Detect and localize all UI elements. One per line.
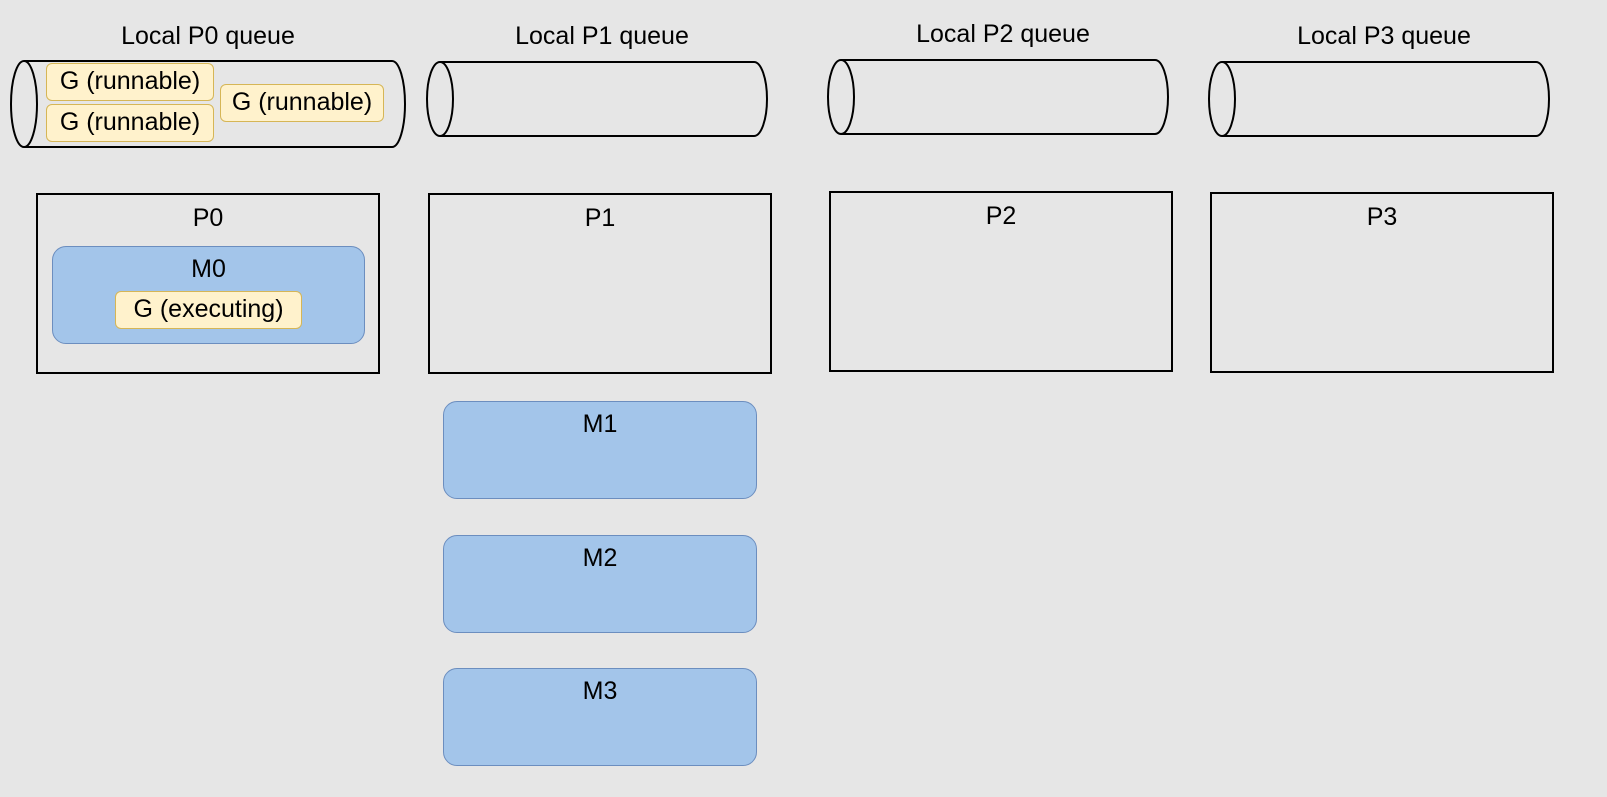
machine-label: M2 xyxy=(582,544,618,572)
processor-label: P1 xyxy=(584,204,616,232)
processor-p3: P3 xyxy=(1210,192,1554,373)
machine-label: M3 xyxy=(582,677,618,705)
queue-label-p3: Local P3 queue xyxy=(1297,22,1471,50)
queue-cylinder-p2 xyxy=(827,59,1169,135)
machine-m0: M0 G (executing) xyxy=(52,246,365,344)
queue-cylinder-p3 xyxy=(1208,61,1550,137)
machine-m1: M1 xyxy=(443,401,757,499)
runnable-goroutine: G (runnable) xyxy=(46,63,214,101)
machine-label: M1 xyxy=(582,410,618,438)
processor-label: P3 xyxy=(1366,203,1398,231)
queue-label-p2: Local P2 queue xyxy=(916,20,1090,48)
machine-label: M0 xyxy=(191,255,226,283)
processor-p2: P2 xyxy=(829,191,1173,372)
runnable-goroutine: G (runnable) xyxy=(46,104,214,142)
queue-cylinder-p1 xyxy=(426,61,768,137)
processor-p1: P1 xyxy=(428,193,772,374)
queue-label-p0: Local P0 queue xyxy=(121,22,295,50)
machine-m2: M2 xyxy=(443,535,757,633)
queue-label-p1: Local P1 queue xyxy=(515,22,689,50)
queue-cylinder-p0 xyxy=(10,60,406,148)
processor-label: P2 xyxy=(985,202,1017,230)
executing-goroutine: G (executing) xyxy=(115,291,302,329)
runnable-goroutine: G (runnable) xyxy=(220,84,384,122)
processor-label: P0 xyxy=(192,204,224,232)
machine-m3: M3 xyxy=(443,668,757,766)
